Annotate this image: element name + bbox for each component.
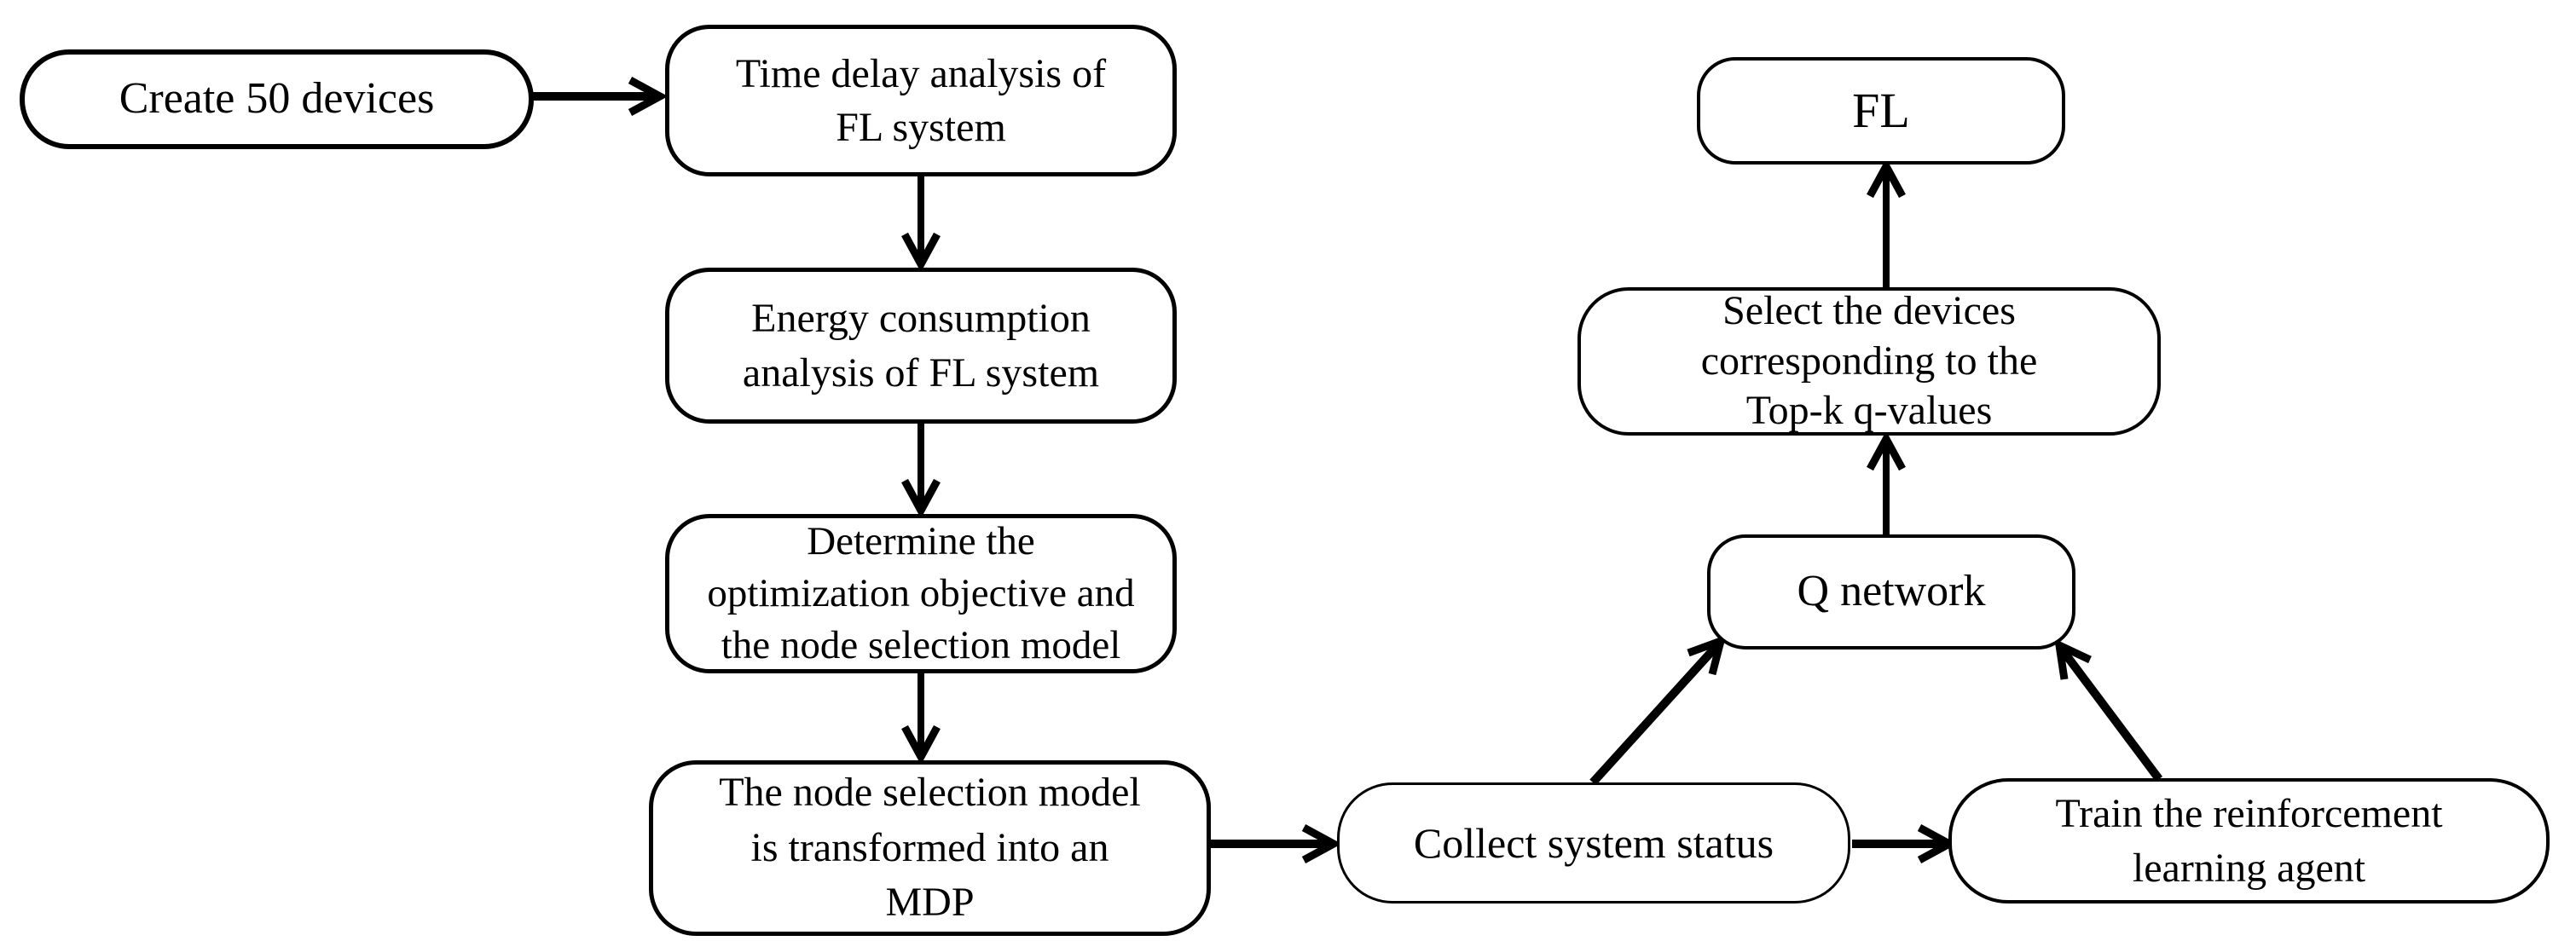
- arrow-head: [1867, 158, 1906, 199]
- node-train-agent-label: Train the reinforcement learning agent: [2055, 791, 2443, 891]
- arrow-shaft: [1589, 642, 1721, 786]
- arrow-head: [2054, 638, 2092, 680]
- node-select-devices: Select the devices corresponding to the …: [1577, 287, 2161, 436]
- arrow-head: [901, 725, 941, 765]
- node-q-network-label: Q network: [1797, 567, 1986, 616]
- arrow-shaft: [2058, 648, 2163, 782]
- node-energy: Energy consumption analysis of FL system: [665, 268, 1177, 424]
- arrow-head: [628, 77, 669, 116]
- arrow-head: [901, 232, 941, 273]
- arrow-time-delay-to-energy: [901, 176, 941, 273]
- arrow-collect-status-to-train-agent: [1852, 824, 1958, 863]
- node-collect-status: Collect system status: [1337, 782, 1850, 903]
- arrow-mdp-to-collect-status: [1211, 824, 1342, 863]
- node-mdp: The node selection model is transformed …: [649, 760, 1211, 936]
- arrow-head: [1301, 824, 1342, 863]
- arrow-q-network-to-select-devices: [1867, 430, 1906, 534]
- arrow-energy-to-objective: [901, 424, 941, 519]
- node-fl: FL: [1697, 57, 2065, 165]
- arrow-head: [901, 478, 941, 519]
- arrow-train-agent-to-q-network: [2054, 638, 2163, 782]
- node-train-agent: Train the reinforcement learning agent: [1948, 778, 2550, 903]
- node-select-devices-label: Select the devices corresponding to the …: [1700, 288, 2038, 434]
- arrow-objective-to-mdp: [901, 673, 941, 765]
- node-time-delay-label: Time delay analysis of FL system: [735, 50, 1107, 150]
- node-time-delay: Time delay analysis of FL system: [665, 25, 1177, 176]
- arrow-head: [1867, 430, 1906, 471]
- arrow-select-devices-to-fl: [1867, 158, 1906, 287]
- node-fl-label: FL: [1852, 82, 1910, 138]
- node-create-devices-label: Create 50 devices: [119, 74, 435, 124]
- node-objective-label: Determine the optimization objective and…: [707, 518, 1135, 668]
- node-collect-status-label: Collect system status: [1413, 819, 1774, 867]
- arrow-collect-status-to-q-network: [1589, 634, 1727, 786]
- node-q-network: Q network: [1707, 534, 2075, 649]
- arrow-create-devices-to-time-delay: [533, 77, 669, 116]
- node-mdp-label: The node selection model is transformed …: [719, 769, 1141, 926]
- node-objective: Determine the optimization objective and…: [665, 514, 1177, 673]
- node-energy-label: Energy consumption analysis of FL system: [742, 296, 1100, 395]
- node-create-devices: Create 50 devices: [20, 49, 534, 149]
